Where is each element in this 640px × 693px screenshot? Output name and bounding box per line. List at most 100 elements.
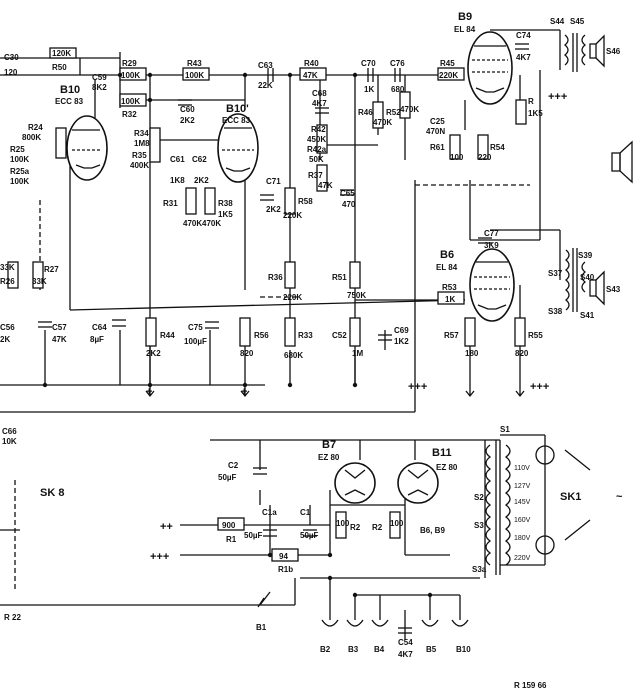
label-c62-value: 2K2 <box>194 176 209 185</box>
tube-b6 <box>469 248 515 322</box>
label-r43-value: 100K <box>185 71 204 80</box>
label-c70: C70 <box>361 59 376 68</box>
label-r51: R51 <box>332 273 347 282</box>
label-r53-value: 1K <box>445 295 455 304</box>
label-tube-b10-prime-type: ECC 83 <box>222 116 251 125</box>
label-c60-value: 2K2 <box>180 116 195 125</box>
label-r42a: R42a <box>307 145 327 154</box>
label-c65-value: 470 <box>342 200 356 209</box>
label-220v: 220V <box>514 555 531 562</box>
label-s45: S45 <box>570 17 585 26</box>
label-s2: S2 <box>474 493 484 502</box>
label-r53: R53 <box>442 283 457 292</box>
label-r29: R29 <box>122 59 137 68</box>
label-c1-value: 50µF <box>300 531 319 540</box>
label-r35-value: 400K <box>130 161 149 170</box>
label-c57-value: 47K <box>52 335 67 344</box>
label-r36-value: 220K <box>283 293 302 302</box>
label-c77-value: 3K9 <box>484 241 499 250</box>
label-c69-value: 1K2 <box>394 337 409 346</box>
tube-b9 <box>467 31 513 105</box>
label-r51-value: 750K <box>347 291 366 300</box>
label-r52-value: 470K <box>400 105 419 114</box>
label-drawing-reference: R 159 66 <box>514 681 547 690</box>
label-c54-value: 4K7 <box>398 650 413 659</box>
label-c64-value: 8µF <box>90 335 104 344</box>
label-r55-value: 820 <box>515 349 529 358</box>
label-r57-value: 180 <box>465 349 479 358</box>
label-r54-value: 220 <box>478 153 492 162</box>
label-r26: R26 <box>0 277 15 286</box>
label-s41: S41 <box>580 311 595 320</box>
label-r44: R44 <box>160 331 175 340</box>
label-r1b: R1b <box>278 565 293 574</box>
label-s43: S43 <box>606 285 621 294</box>
label-tube-b10: B10 <box>60 84 80 96</box>
label-r36-value-top: 470K <box>202 219 221 228</box>
label-r37-value: 47K <box>318 181 333 190</box>
label-r42: R42 <box>311 125 326 134</box>
label-r35: R35 <box>132 151 147 160</box>
label-b3: B3 <box>348 645 359 654</box>
voltage-selector-switch: ~ <box>535 445 623 555</box>
label-r25: R25 <box>10 145 25 154</box>
label-plus3-a: +++ <box>408 381 427 393</box>
capacitors <box>38 43 529 634</box>
label-c74: C74 <box>516 31 531 40</box>
speaker-s46-icon <box>589 34 605 68</box>
label-c59-value: 8K2 <box>92 83 107 92</box>
label-b5: B5 <box>426 645 437 654</box>
label-c68: C68 <box>312 89 327 98</box>
label-r50: R50 <box>52 63 67 72</box>
label-c63: C63 <box>258 61 273 70</box>
label-c54: C54 <box>398 638 413 647</box>
label-r46-value: 470K <box>373 118 392 127</box>
label-c77: C77 <box>484 229 499 238</box>
label-s3a: S3a <box>472 565 487 574</box>
label-180v: 180V <box>514 535 531 542</box>
label-c65: C65 <box>340 189 355 198</box>
label-tube-b10-type: ECC 83 <box>55 97 84 106</box>
components <box>7 47 527 562</box>
label-c74-value: 4K7 <box>516 53 531 62</box>
label-r34-value: 1M8 <box>134 139 150 148</box>
label-c60: C60 <box>180 105 195 114</box>
label-r-b9-value: 1K5 <box>528 109 543 118</box>
label-s38: S38 <box>548 307 563 316</box>
label-c62: C62 <box>192 155 207 164</box>
label-tube-b9-type: EL 84 <box>454 25 476 34</box>
label-s1: S1 <box>500 425 510 434</box>
label-r46: R46 <box>358 108 373 117</box>
label-r25-value: 100K <box>10 155 29 164</box>
label-r52: R52 <box>386 108 401 117</box>
label-r27: R27 <box>44 265 59 274</box>
label-plus3-d: +++ <box>150 551 169 563</box>
label-r2b-value: 100 <box>390 519 404 528</box>
label-c56-value: 2K <box>0 335 10 344</box>
label-r61-value: 100 <box>450 153 464 162</box>
label-r25a: R25a <box>10 167 30 176</box>
label-plus2: ++ <box>160 521 173 533</box>
label-tube-b6: B6 <box>440 249 454 261</box>
label-r25a-value: 100K <box>10 177 29 186</box>
label-plus3-c: +++ <box>548 91 567 103</box>
label-r55: R55 <box>528 331 543 340</box>
label-c1: C1 <box>300 508 311 517</box>
label-c66: C66 <box>2 427 17 436</box>
label-r45-value: 220K <box>439 71 458 80</box>
label-r37: R37 <box>308 171 323 180</box>
label-r42-value: 450K <box>307 135 326 144</box>
label-b10-filament: B10 <box>456 645 471 654</box>
label-c30-value: 120 <box>4 68 18 77</box>
label-r26-value: 33K <box>0 263 15 272</box>
label-r58-value: 220K <box>283 211 302 220</box>
label-r2: R2 <box>350 523 361 532</box>
label-c1a-value: 50µF <box>244 531 263 540</box>
label-tube-b7: B7 <box>322 439 336 451</box>
speaker-main-icon <box>611 140 633 184</box>
label-b1: B1 <box>256 623 267 632</box>
label-r43: R43 <box>187 59 202 68</box>
label-c64: C64 <box>92 323 107 332</box>
label-s46: S46 <box>606 47 621 56</box>
label-tube-b10-prime: B10' <box>226 103 249 115</box>
